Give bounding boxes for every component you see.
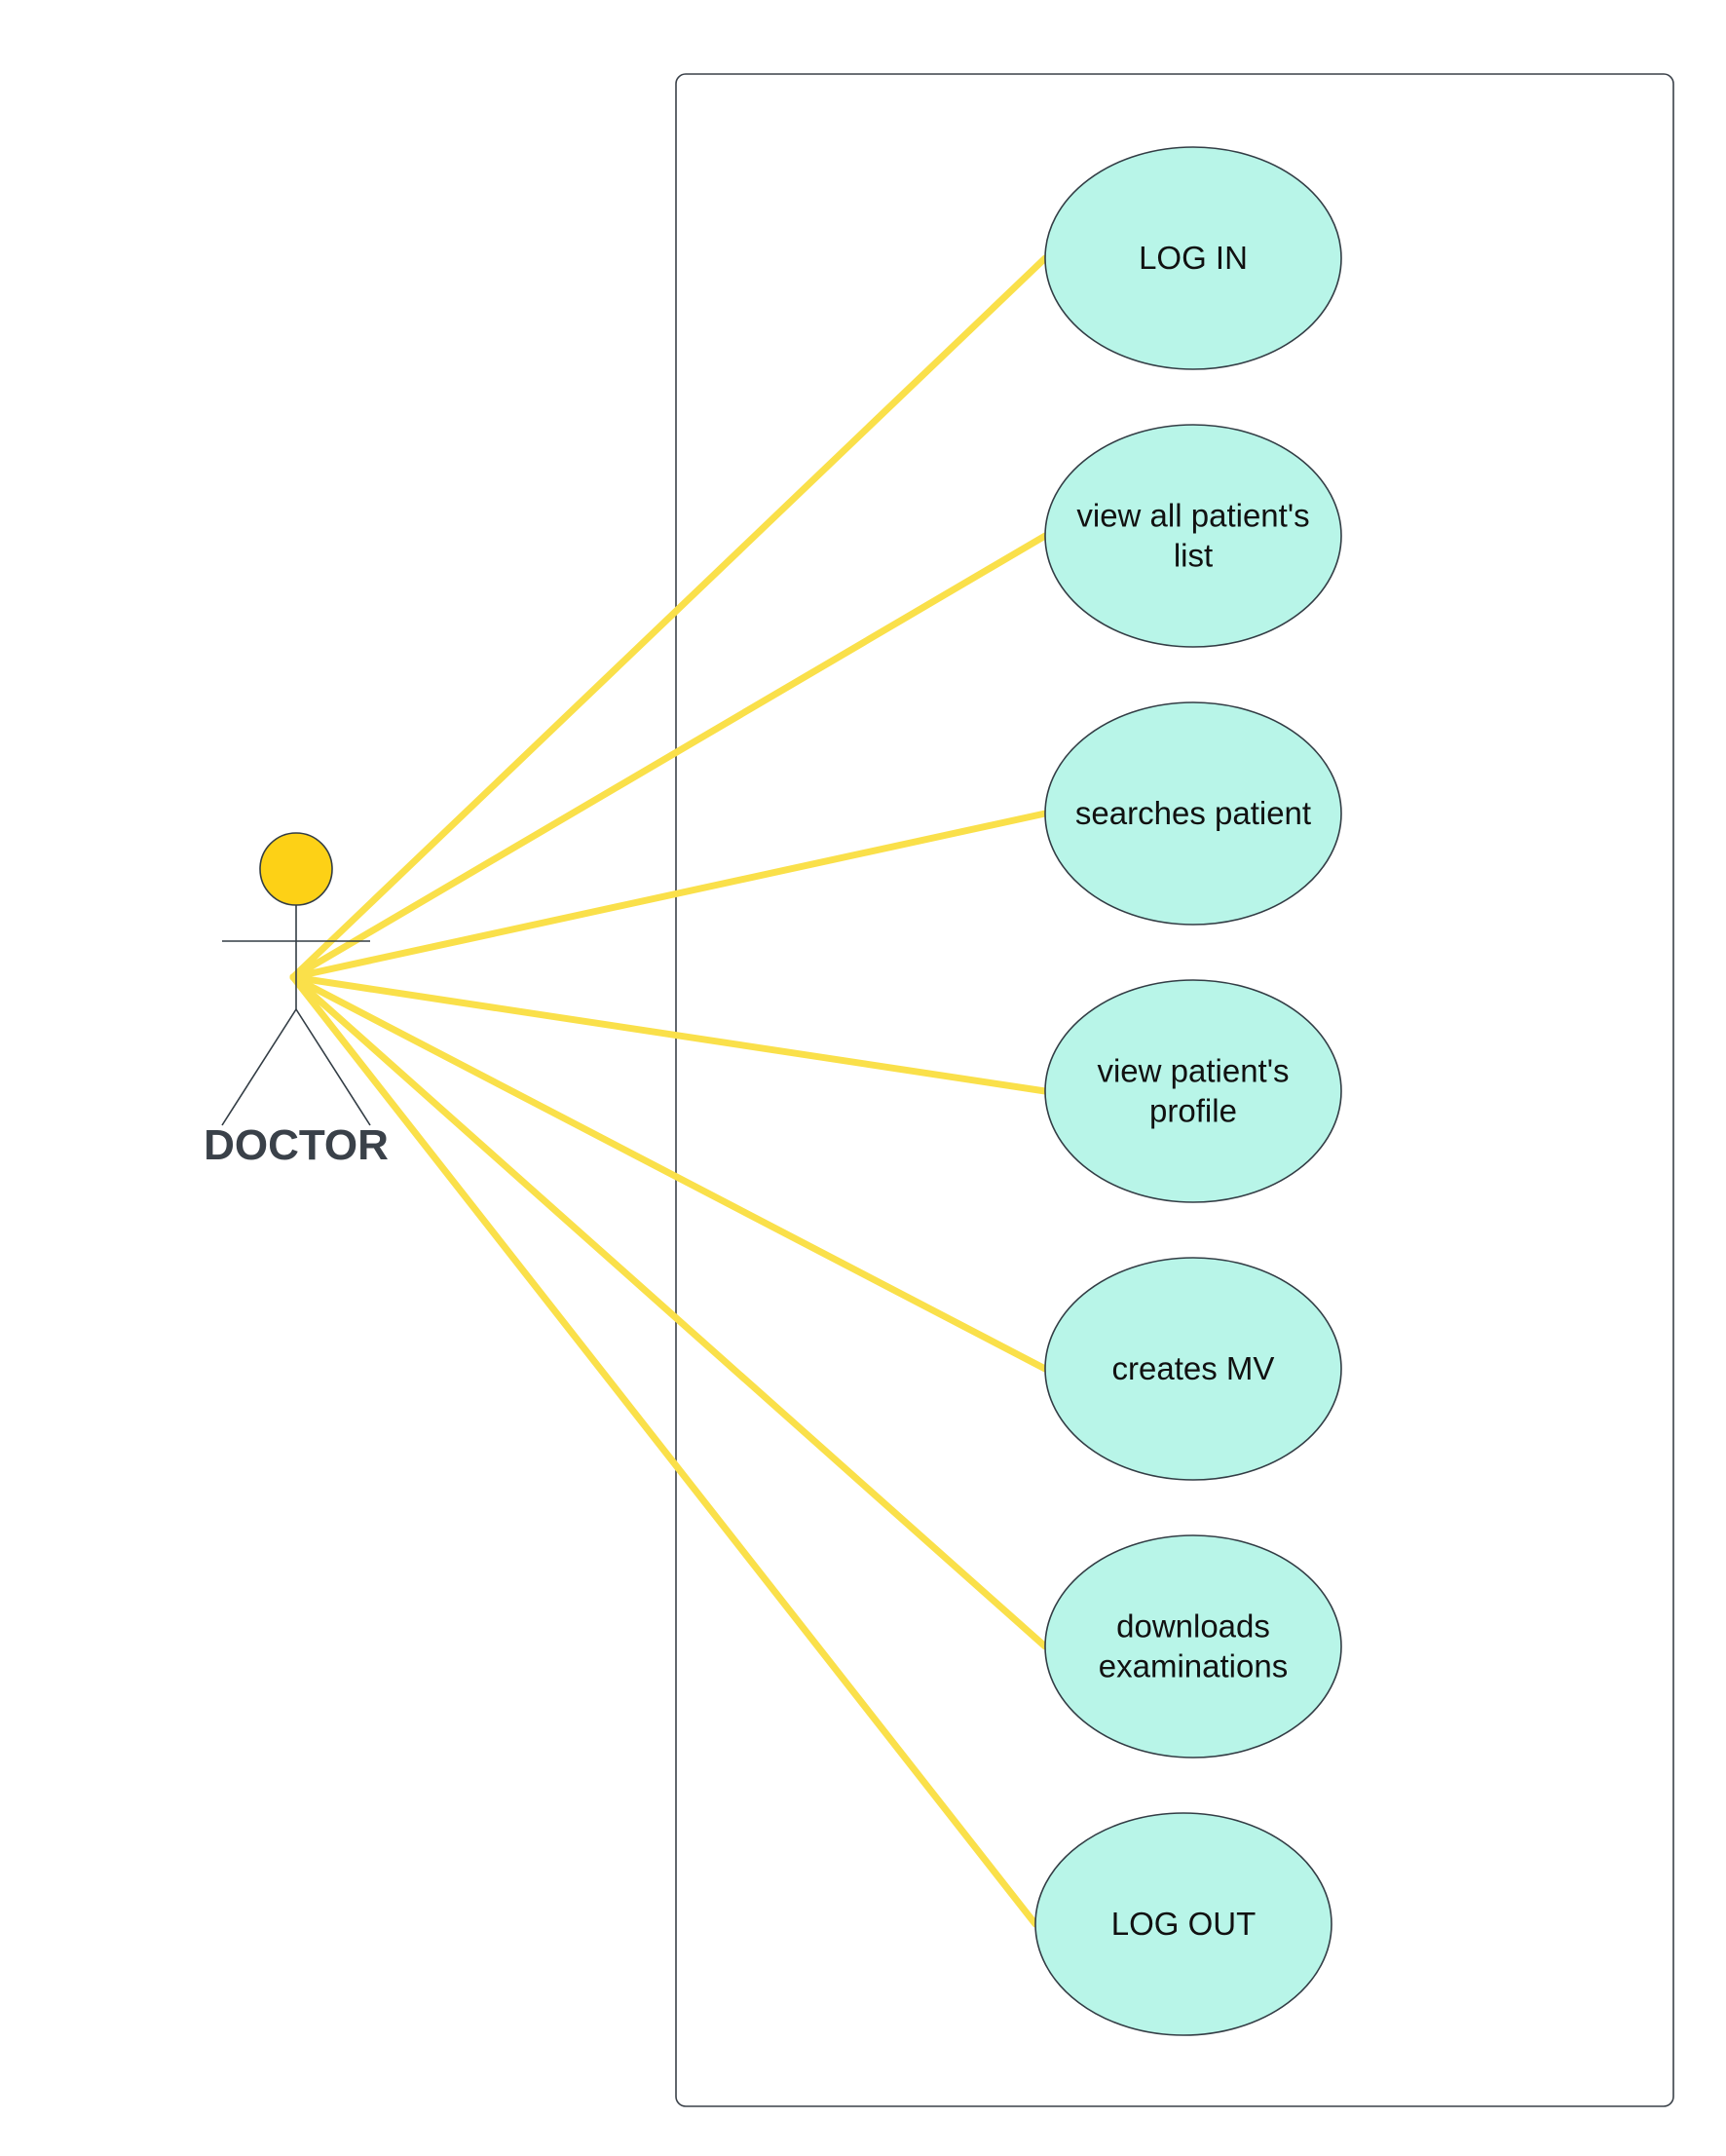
actor-left-leg xyxy=(221,1008,297,1126)
usecase-label: view patient's xyxy=(1097,1053,1289,1089)
usecase-ellipse xyxy=(1044,979,1342,1203)
actor-head xyxy=(259,832,333,906)
usecase-label: list xyxy=(1174,538,1213,574)
association-searches-patient xyxy=(289,810,1049,981)
actor-doctor[interactable]: DOCTOR xyxy=(204,832,389,1169)
association-log-out xyxy=(289,973,1039,1928)
usecase-label: examinations xyxy=(1099,1648,1288,1684)
usecase-label: LOG OUT xyxy=(1111,1906,1257,1942)
usecase-ellipse xyxy=(1044,701,1342,926)
association-view-all-patients-list xyxy=(289,532,1049,981)
usecase-ellipse xyxy=(1034,1812,1332,2036)
association-creates-mv xyxy=(289,973,1049,1373)
actor-right-leg xyxy=(295,1008,371,1126)
usecase-label: LOG IN xyxy=(1139,240,1248,276)
usecase-ellipse xyxy=(1044,424,1342,648)
usecase-label: view all patient's xyxy=(1076,498,1309,534)
usecase-creates-mv[interactable]: creates MV xyxy=(1044,1257,1342,1481)
association-downloads-examinations xyxy=(289,973,1049,1650)
usecase-label: downloads xyxy=(1116,1608,1270,1645)
usecase-searches-patient[interactable]: searches patient xyxy=(1044,701,1342,926)
usecase-view-all-patients-list[interactable]: view all patient's list xyxy=(1044,424,1342,648)
usecase-label: searches patient xyxy=(1075,795,1311,831)
association-view-patients-profile xyxy=(289,973,1049,1095)
usecase-label: profile xyxy=(1149,1093,1237,1129)
actor-label: DOCTOR xyxy=(204,1121,389,1169)
usecase-ellipse xyxy=(1044,1534,1342,1759)
association-log-in xyxy=(289,254,1049,981)
usecase-label: creates MV xyxy=(1112,1350,1275,1386)
usecase-log-in[interactable]: LOG IN xyxy=(1044,146,1342,370)
use-cases: LOG IN view all patient's list searches pat… xyxy=(1034,146,1342,2036)
usecase-view-patients-profile[interactable]: view patient's profile xyxy=(1044,979,1342,1203)
usecase-ellipse xyxy=(1044,146,1342,370)
usecase-ellipse xyxy=(1044,1257,1342,1481)
usecase-log-out[interactable]: LOG OUT xyxy=(1034,1812,1332,2036)
associations xyxy=(289,254,1049,1928)
